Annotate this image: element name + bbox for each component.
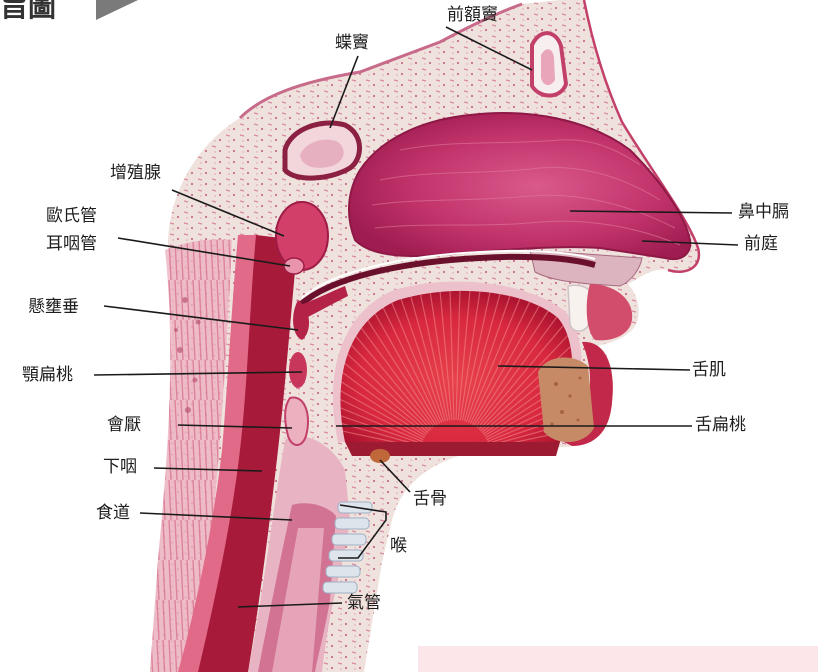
palatine-tonsil [289, 352, 307, 388]
cartilage-ring [329, 550, 363, 561]
label-eustachian-tube: 歐氏管 [46, 206, 97, 226]
label-tongue-muscle: 舌肌 [692, 360, 726, 380]
cartilage-ring [335, 518, 369, 529]
label-lingual-tonsil: 舌扁桃 [695, 415, 746, 435]
label-hyoid: 舌骨 [413, 489, 447, 509]
label-trachea: 氣管 [347, 593, 381, 613]
title-arrow-icon [96, 0, 138, 20]
cartilage-ring [326, 566, 360, 577]
bottom-band [418, 646, 818, 672]
label-larynx: 喉 [390, 536, 407, 556]
frontal-sinus-inner [541, 49, 555, 85]
label-esophagus: 食道 [96, 503, 130, 523]
label-adenoid: 增殖腺 [110, 163, 161, 183]
epiglottis [285, 397, 308, 445]
cartilage-ring [323, 582, 357, 593]
mandible [538, 357, 594, 442]
label-frontal-sinus: 前額竇 [447, 5, 498, 25]
label-palatine-tonsil: 顎扁桃 [22, 365, 73, 385]
label-vestibule: 前庭 [744, 234, 778, 254]
label-eustachian-tube-alt: 耳咽管 [46, 234, 97, 254]
label-hypopharynx: 下咽 [103, 457, 137, 477]
page-title: 旨圖 [0, 0, 56, 23]
nasal-septum [349, 113, 690, 259]
label-epiglottis: 會厭 [107, 415, 141, 435]
label-sphenoid-sinus: 蝶竇 [335, 33, 369, 53]
label-uvula: 懸壅垂 [28, 297, 79, 317]
cartilage-ring [332, 534, 366, 545]
label-nasal-septum: 鼻中膈 [738, 202, 789, 222]
